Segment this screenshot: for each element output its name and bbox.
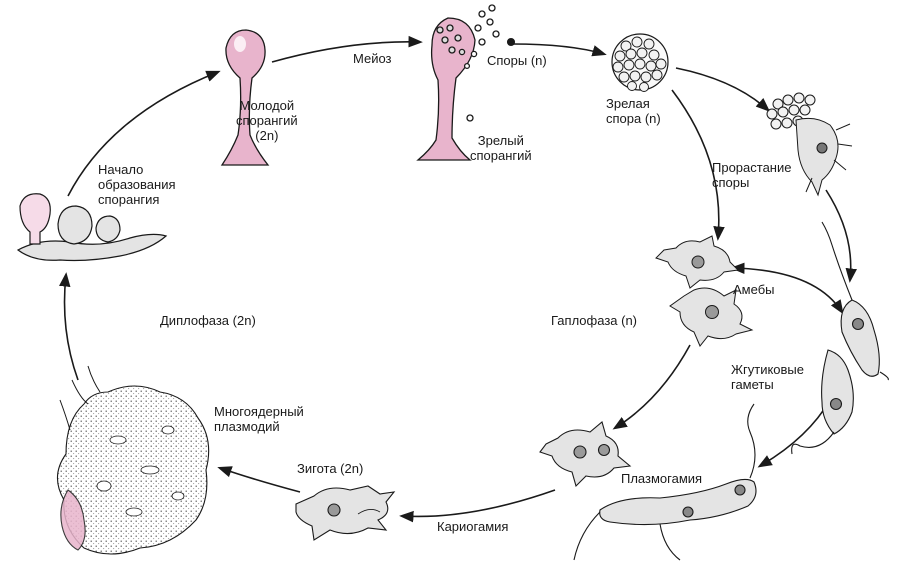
flagellated-gametes-illustration <box>791 221 889 455</box>
arrow-spore-to-germination <box>675 67 771 112</box>
mature-spore-illustration <box>611 33 669 92</box>
arrow-amoebae-gametes-bidirectional <box>730 262 844 315</box>
plasmogamy-illustration <box>539 403 757 561</box>
mature-sporangium-line-2: спорангий <box>470 148 532 163</box>
arrow-young-to-mature-sporangium <box>271 35 423 63</box>
arrow-plasmogamy-to-zygote <box>399 489 556 523</box>
young-sporangium-line-3: (2n) <box>255 128 279 143</box>
zygote-label: Зигота (2n) <box>297 461 364 476</box>
spore-germination-label: Прорастание споры <box>712 160 791 190</box>
arrow-germination-to-gamete <box>825 189 857 283</box>
plasmogamy-label: Плазмогамия <box>621 471 703 486</box>
sporangium-start-line-1: Начало <box>98 162 144 177</box>
arrow-gametes-to-plasmogamy <box>757 399 831 468</box>
spore-germination-line-1: Прорастание <box>712 160 792 175</box>
karyogamy-label: Кариогамия <box>437 519 509 534</box>
young-sporangium-label: Молодой спорангий (2n) <box>236 98 298 143</box>
young-sporangium-line-1: Молодой <box>239 98 295 113</box>
mature-sporangium-line-1: Зрелый <box>477 133 524 148</box>
mature-spore-line-2: спора (n) <box>606 111 661 126</box>
zygote-illustration <box>295 485 396 541</box>
arrow-amoebae-to-plasmogamy <box>612 344 691 430</box>
amoebae-illustration <box>655 235 754 347</box>
plasmodium-label: Многоядерный плазмодий <box>214 404 304 434</box>
arrow-spores-to-mature-spore <box>511 43 607 57</box>
spore-germination-line-2: споры <box>712 175 750 190</box>
mature-sporangium-illustration <box>416 4 516 161</box>
plasmodium-line-1: Многоядерный <box>214 404 304 419</box>
mature-spore-label: Зрелая спора (n) <box>606 96 661 126</box>
arrow-spore-to-amoebae <box>671 89 725 241</box>
sporangium-start-line-2: образования <box>98 177 176 192</box>
spore-germination-illustration <box>766 92 853 197</box>
meiosis-label: Мейоз <box>353 51 392 66</box>
flagellated-gametes-label: Жгутиковые гаметы <box>731 362 804 392</box>
cycle-arrows <box>59 35 857 523</box>
arrow-zygote-to-plasmodium <box>217 466 301 493</box>
haplophase-label: Гаплофаза (n) <box>551 313 638 328</box>
sporangium-start-label: Начало образования спорангия <box>98 162 176 207</box>
young-sporangium-line-2: спорангий <box>236 113 298 128</box>
diplophase-label: Диплофаза (2n) <box>160 313 256 328</box>
sporangium-start-illustration <box>16 193 168 262</box>
spores-label: Споры (n) <box>487 53 547 68</box>
arrow-plasmodium-to-sporangium-start <box>59 272 79 381</box>
mature-spore-line-1: Зрелая <box>606 96 650 111</box>
young-sporangium-illustration <box>220 29 270 166</box>
arrow-start-to-young-sporangium <box>67 70 221 197</box>
amoebae-label: Амебы <box>733 282 775 297</box>
sporangium-start-line-3: спорангия <box>98 192 160 207</box>
plasmodium-line-2: плазмодий <box>214 419 280 434</box>
mature-sporangium-label: Зрелый спорангий <box>470 133 532 163</box>
flagellated-gametes-line-2: гаметы <box>731 377 774 392</box>
flagellated-gametes-line-1: Жгутиковые <box>731 362 805 377</box>
plasmodium-illustration <box>56 365 210 555</box>
